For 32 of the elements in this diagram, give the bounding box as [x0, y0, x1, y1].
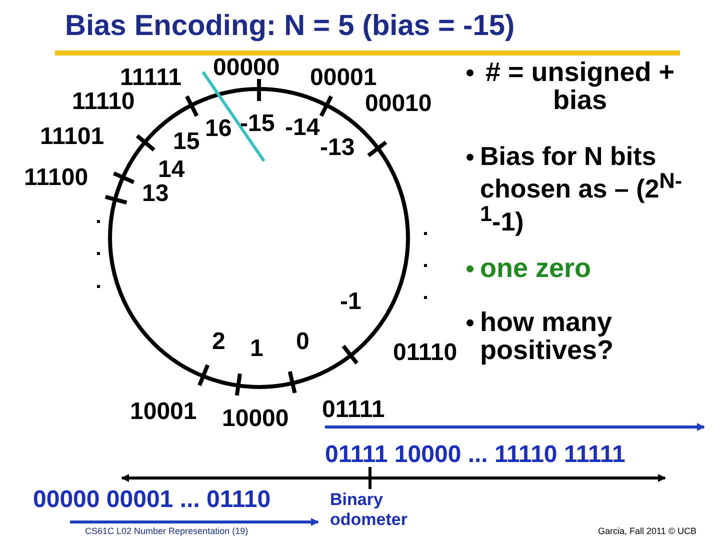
- bit-pattern-label: 00000: [213, 56, 280, 80]
- bit-pattern-label: 11101: [40, 125, 104, 149]
- bullet-text: how many positives?: [480, 308, 615, 365]
- value-label: 15: [173, 130, 200, 154]
- bit-pattern-label: 01110: [393, 341, 458, 365]
- bullet-text: Bias for N bits chosen as – (2$^{N-}$$^{1}$-1): [480, 143, 684, 236]
- footer-text: CS61C L02 Number Representation (19): [85, 527, 248, 536]
- bit-pattern-label: 11100: [24, 166, 88, 190]
- slide-title: Bias Encoding: N = 5 (bias = -15): [65, 12, 515, 41]
- value-label: 13: [142, 182, 169, 206]
- value-label: 1: [250, 337, 264, 361]
- value-label: -14: [285, 116, 320, 140]
- value-label: 14: [158, 158, 185, 182]
- bullet-text: one zero: [480, 254, 592, 282]
- value-label: -15: [240, 112, 275, 136]
- value-label: 2: [212, 330, 226, 354]
- bullet-text: # = unsigned + bias: [484, 58, 676, 115]
- bit-sequence-label: 00000 00001 ... 01110: [33, 488, 271, 512]
- value-label: 16: [205, 117, 232, 141]
- value-label: -1: [340, 290, 362, 314]
- value-label: -13: [320, 136, 355, 160]
- footer-text: Garcia, Fall 2011 © UCB: [598, 527, 696, 536]
- bit-sequence-label: 01111 10000 ... 11110 11111: [325, 443, 626, 467]
- bit-pattern-label: 10000: [222, 407, 289, 431]
- bit-pattern-label: 00010: [365, 92, 432, 116]
- bit-pattern-label: 01111: [322, 398, 385, 422]
- bit-pattern-label: 11110: [72, 90, 135, 114]
- value-label: 0: [296, 330, 310, 354]
- axis-caption: Binary odometer: [330, 490, 408, 530]
- bit-pattern-label: 10001: [130, 400, 197, 424]
- bit-pattern-label: 11111: [120, 66, 182, 90]
- bit-pattern-label: 00001: [310, 66, 377, 90]
